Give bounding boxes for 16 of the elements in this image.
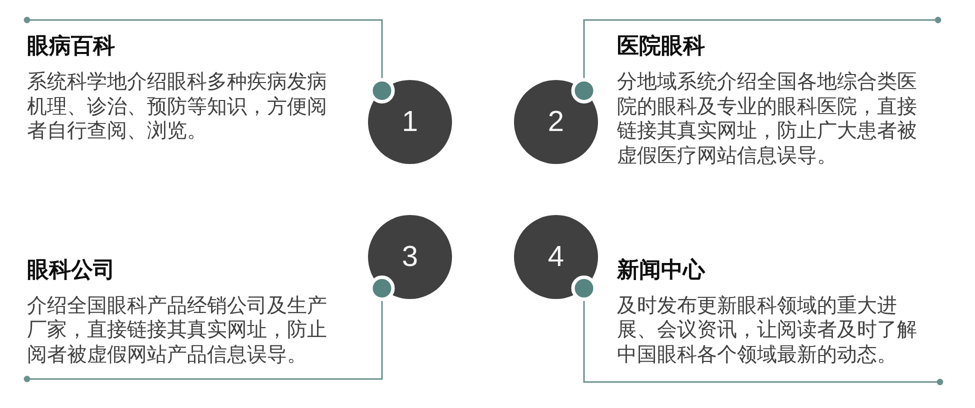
section-description: 系统科学地介绍眼科多种疾病发病机理、诊治、预防等知识，方便阅者自行查阅、浏览。 (27, 69, 328, 142)
section-heading: 眼病百科 (27, 33, 115, 61)
section-heading: 眼科公司 (27, 256, 115, 284)
connector-line (24, 16, 395, 104)
section-heading: 新闻中心 (617, 256, 705, 284)
step-number: 3 (402, 242, 418, 272)
connector-line (571, 16, 942, 104)
step-number: 1 (402, 108, 418, 136)
step-number: 4 (548, 242, 564, 272)
step-number: 2 (548, 108, 564, 136)
section-heading: 医院眼科 (617, 33, 705, 61)
section-description: 介绍全国眼科产品经销公司及生产厂家，直接链接其真实网址，防止阅者被虚假网站产品信息误导。 (27, 292, 328, 366)
section-description: 分地域系统介绍全国各地综合类医院的眼科及专业的眼科医院，直接链接其真实网址，防止广大患者被虚假医疗网站信息误导。 (617, 69, 918, 167)
connector-line (571, 276, 944, 386)
section-description: 及时发布更新眼科领域的重大进展、会议资讯，让阅读者及时了解中国眼科各个领域最新的动态。 (617, 292, 918, 366)
connector-line (24, 276, 395, 382)
